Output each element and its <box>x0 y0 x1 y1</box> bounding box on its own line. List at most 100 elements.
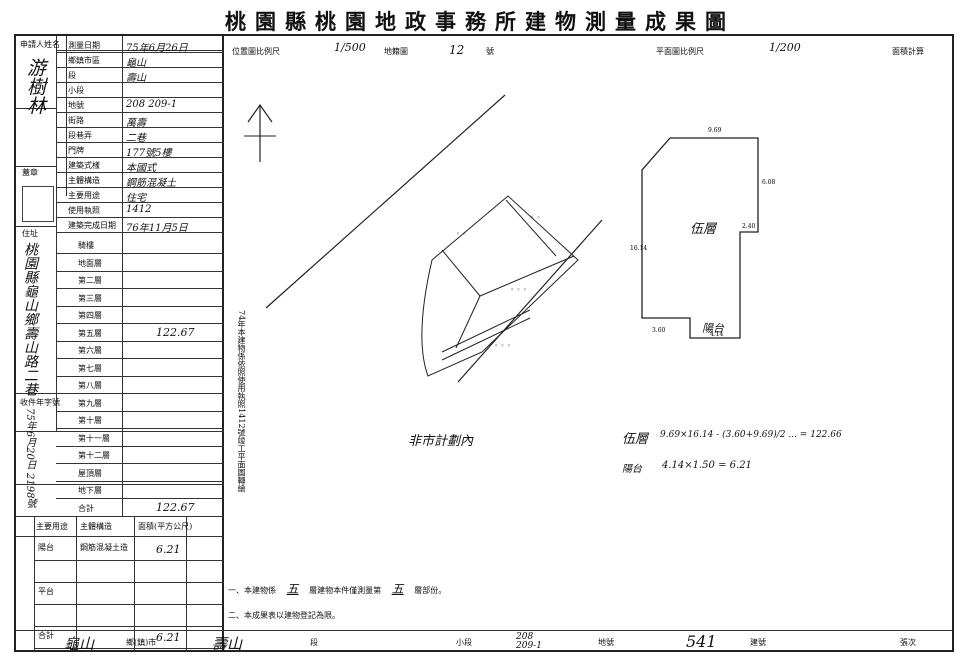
receipt-text: 75年6月20日 2198號 <box>24 408 35 509</box>
map-sheet-unit: 號 <box>486 47 494 56</box>
floor-label: 地下層 <box>78 486 102 495</box>
footer-town-unit: 鄉(鎮)市 <box>126 638 157 647</box>
detail-value: 1412 <box>126 204 152 215</box>
footer-lot-label: 地號 <box>598 638 614 647</box>
svg-text:◦ ◦: ◦ ◦ <box>456 230 466 238</box>
svg-text:16.14: 16.14 <box>630 245 647 252</box>
annex-header-area: 面積(平方公尺) <box>138 522 193 531</box>
note-1-floor-b: 五 <box>391 582 404 596</box>
floor-label: 屋頂層 <box>78 468 102 478</box>
annex-use: 合計 <box>38 631 54 640</box>
detail-value: 龜山 <box>126 58 146 69</box>
detail-label: 小段 <box>68 86 84 95</box>
floor-label: 騎樓 <box>78 241 94 250</box>
applicant-label: 申請人姓名 <box>20 40 60 49</box>
map-sheet-no: 12 <box>449 43 465 57</box>
floor-label: 第二層 <box>78 276 102 285</box>
address-label: 住址 <box>22 229 38 238</box>
footer-bar: 龜山 鄉(鎮)市 壽山 段 小段 208 209-1 地號 541 建號 張次 <box>16 630 952 653</box>
svg-text:2.40: 2.40 <box>742 223 756 230</box>
detail-value: 萬壽 <box>126 118 146 129</box>
footer-section: 壽山 <box>212 635 243 653</box>
detail-value: 208 209-1 <box>126 99 178 110</box>
detail-value: 二巷 <box>126 133 146 144</box>
detail-label: 段巷弄 <box>68 131 92 140</box>
site-plan: ◦ ◦ ◦ ◦ ◦ ◦ ◦ ◦ ◦ ◦ <box>244 94 603 383</box>
footer-town: 龜山 <box>64 635 95 653</box>
detail-value: 鋼筋混凝土 <box>126 178 176 189</box>
annex-area: 6.21 <box>156 543 181 556</box>
floor-value: 122.67 <box>156 500 195 514</box>
calc-line2-expr: 4.14×1.50 = 6.21 <box>662 460 752 471</box>
detail-value: 177號5樓 <box>126 148 172 159</box>
side-note: 74年本建物係依照使用執照1412號竣工平面圖轉繪 <box>237 310 246 493</box>
floor-label: 第十層 <box>78 416 102 425</box>
footer-building-label: 建號 <box>750 638 766 647</box>
detail-label: 街路 <box>68 116 84 125</box>
calc-line1-label: 伍層 <box>622 432 649 447</box>
stamp-label: 蓋章 <box>22 168 38 177</box>
annex-area: 6.21 <box>156 631 181 644</box>
plan-scale-label: 平面圖比例尺 <box>656 47 704 56</box>
note-1-floor-a: 五 <box>286 582 299 596</box>
detail-label: 鄉鎮市區 <box>68 56 100 65</box>
detail-label: 門牌 <box>68 146 84 155</box>
site-note: 非市計劃內 <box>408 434 474 449</box>
note-1: 一、本建物係 五 層建物本件僅測量第 五 層部份。 <box>228 580 446 597</box>
detail-label: 建築式樣 <box>68 161 100 170</box>
detail-value: 住宅 <box>126 193 146 204</box>
svg-text:6.08: 6.08 <box>762 179 776 186</box>
address-text: 桃園縣龜山鄉壽山路二巷 <box>22 242 38 396</box>
detail-label: 建築完成日期 <box>68 221 116 230</box>
road-line <box>457 219 603 383</box>
map-sheet-label: 地籍圖 <box>384 47 408 56</box>
annex-struct: 鋼筋混凝土造 <box>80 543 128 552</box>
floor-label: 第十二層 <box>78 451 110 460</box>
floor-label: 第八層 <box>78 381 102 390</box>
floor-name: 伍層 <box>690 222 717 237</box>
svg-text:3.60: 3.60 <box>652 327 666 334</box>
area-calc-label: 面積計算 <box>892 47 924 56</box>
receipt-label: 收件年字號 <box>20 398 60 407</box>
header-bar: 位置圖比例尺 1/500 地籍圖 12 號 平面圖比例尺 1/200 面積計算 <box>224 36 952 66</box>
svg-text:9.69: 9.69 <box>708 127 722 134</box>
footer-section-unit: 段 <box>310 638 318 647</box>
calc-line1-expr: 9.69×16.14 - (3.60+9.69)/2 ... = 122.66 <box>660 430 842 440</box>
floor-value: 122.67 <box>156 325 195 339</box>
svg-text:4.14: 4.14 <box>710 331 724 338</box>
floor-label: 合計 <box>78 503 94 513</box>
detail-label: 地號 <box>68 101 84 110</box>
footer-sheet-label: 張次 <box>900 638 916 647</box>
detail-label: 測量日期 <box>68 41 100 50</box>
floor-label: 第九層 <box>78 398 102 408</box>
floor-label: 第六層 <box>78 346 102 355</box>
detail-value: 76年11月5日 <box>126 223 188 234</box>
footer-building-no: 541 <box>686 632 717 651</box>
detail-label: 使用執照 <box>68 206 100 215</box>
floor-label: 地面層 <box>78 258 102 268</box>
left-panel: 申請人姓名 游樹林 蓋章 住址 桃園縣龜山鄉壽山路二巷 收件年字號 75年6月2… <box>16 36 224 650</box>
annex-header-use: 主要用途 <box>36 522 68 531</box>
note-2: 二、本成果表以建物登記為限。 <box>228 611 340 620</box>
annex-header-struct: 主體構造 <box>80 522 112 531</box>
annex-use: 平台 <box>38 587 54 596</box>
svg-text:◦ ◦: ◦ ◦ <box>530 214 540 222</box>
floor-label: 第四層 <box>78 311 102 320</box>
detail-label: 主要用途 <box>68 191 100 200</box>
footer-lot-no: 208 209-1 <box>516 632 542 651</box>
balcony-name: 陽台 <box>702 322 724 335</box>
note-1-mid: 層建物本件僅測量第 <box>309 586 382 595</box>
lot-outline <box>421 195 579 377</box>
floor-label: 第五層 <box>78 328 102 338</box>
detail-value: 75年6月26日 <box>126 43 188 54</box>
floor-outline <box>641 137 759 339</box>
detail-label: 主體構造 <box>68 176 100 185</box>
applicant-name: 游樹林 <box>24 58 46 115</box>
floor-plan: 9.69 6.08 2.40 16.14 3.60 4.14 <box>630 127 776 339</box>
detail-value: 本國式 <box>126 163 156 174</box>
calc-line2-label: 陽台 <box>622 464 642 475</box>
note-1-prefix: 一、本建物係 <box>228 586 276 595</box>
applicant-seal <box>22 186 54 222</box>
plan-scale-value: 1/200 <box>769 41 801 54</box>
annex-use: 陽台 <box>38 543 54 552</box>
